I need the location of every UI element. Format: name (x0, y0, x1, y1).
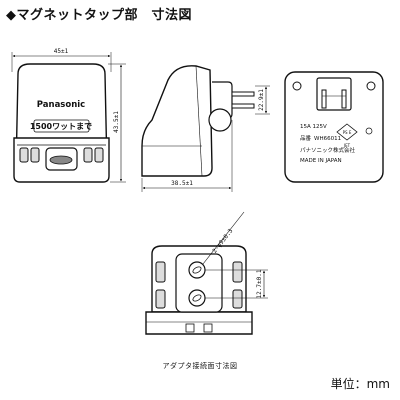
adapter-grip-slots (155, 261, 243, 309)
rear-prong-right (341, 89, 347, 109)
front-view: 45±1 Panasonic 1500ワットまで 43.5±1 (11, 48, 126, 183)
jet-text: JET (343, 143, 351, 148)
front-vent-slots (19, 147, 104, 163)
adapter-base (145, 311, 253, 335)
depth-dimension: 38.5±1 (171, 180, 193, 187)
screw-hole-left (292, 81, 302, 91)
plug-prong-bottom (231, 103, 255, 109)
rear-prong-left (321, 89, 327, 109)
side-view: 22.9±1 38.5±1 (141, 65, 270, 192)
unit-label: 単位：mm (330, 377, 390, 391)
rear-rating: 15A 125V (300, 124, 327, 130)
adapter-contact-hole-bottom (188, 289, 206, 307)
side-magnet-disc (208, 108, 232, 132)
adapter-center-recess (175, 253, 223, 313)
screw-hole-right (366, 81, 376, 91)
front-width-dimension: 45±1 (54, 48, 69, 55)
front-height-dimension: 43.5±1 (113, 111, 120, 133)
pitch-dimension: 12.7±0.1 (256, 269, 263, 298)
diagonal-leader-line (202, 211, 245, 265)
pse-text: PS E (343, 130, 352, 135)
rear-origin: MADE IN JAPAN (300, 158, 342, 164)
rating-label: 1500ワットまで (30, 122, 92, 131)
adapter-face-view: 2-φ9±0.3 12.7±0.1 (145, 211, 268, 335)
rear-view: 15A 125V 品番 WH66011 パナソニック株式会社 MADE IN J… (284, 71, 384, 183)
page-title: ◆マグネットタップ部 寸法図 (6, 8, 192, 23)
adapter-contact-hole-top (188, 261, 206, 279)
pse-mark (336, 123, 358, 141)
rear-maker: パナソニック株式会社 (300, 146, 356, 154)
rear-small-mark (365, 127, 373, 135)
brand-logo: Panasonic (37, 100, 85, 110)
side-body-outline (141, 65, 213, 177)
rear-body-outline (284, 71, 384, 183)
rear-model-label: 品番 (300, 135, 312, 142)
plug-prong-top (231, 91, 255, 97)
front-center-slot (49, 155, 73, 165)
plug-dimension: 22.9±1 (258, 89, 265, 111)
rear-model: WH66011 (314, 136, 341, 142)
adapter-caption: アダプタ接続面寸法図 (162, 362, 238, 370)
